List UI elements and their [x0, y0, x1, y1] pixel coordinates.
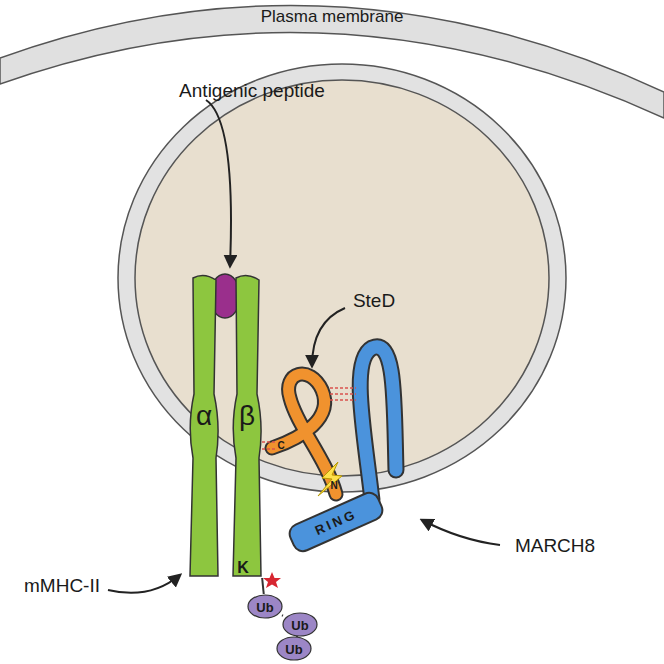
lightning-bolt: [318, 462, 342, 496]
ubiquitin: Ub: [276, 636, 312, 661]
ubiquitination-star: [263, 572, 281, 588]
node-label: Ub: [256, 600, 273, 613]
node-label: α: [196, 402, 212, 430]
chain-link: [282, 614, 283, 617]
node-label: Ub: [291, 618, 308, 631]
part-label: Antigenic peptide: [179, 81, 325, 100]
interaction-dashes: [262, 388, 356, 449]
chain-link: [262, 578, 264, 594]
residue-label: K: [237, 560, 249, 576]
leader-arrows: [108, 100, 500, 593]
alpha-chain: α: [186, 276, 222, 578]
node-label: β: [239, 402, 255, 430]
terminus-label: N: [330, 481, 337, 491]
terminus-label: C: [277, 441, 284, 451]
membrane-label: Plasma membrane: [261, 8, 404, 25]
ubiquitin: Ub: [247, 594, 283, 619]
node-label: Ub: [285, 642, 302, 655]
part-label: mMHC-II: [24, 576, 100, 595]
part-label: SteD: [353, 291, 395, 310]
part-label: MARCH8: [515, 536, 595, 555]
march8-protein: [286, 347, 396, 554]
vesicle-membrane: [118, 64, 566, 492]
ubiquitin: Ub: [282, 612, 318, 637]
beta-chain: βK: [229, 276, 265, 578]
